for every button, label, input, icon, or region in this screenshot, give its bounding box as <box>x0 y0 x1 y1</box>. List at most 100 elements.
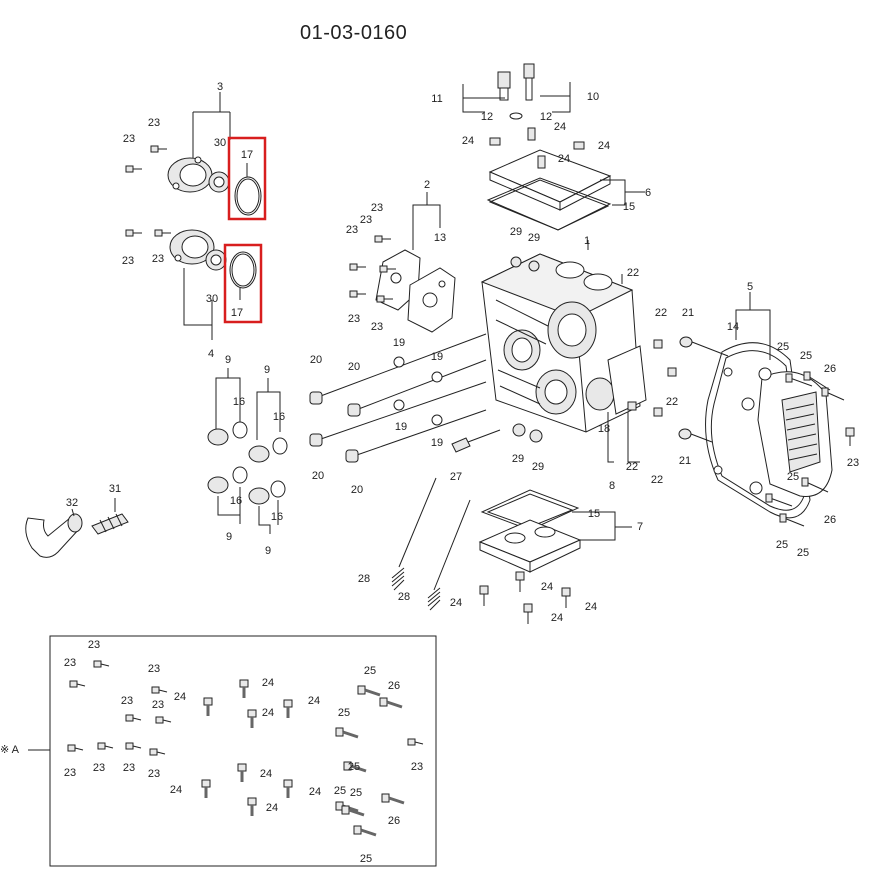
callout-30: 30 <box>214 137 226 149</box>
callout-25: 25 <box>338 707 350 719</box>
fastener-23-icon <box>69 680 86 688</box>
callout-2: 2 <box>424 179 430 191</box>
spark-plug-31 <box>91 498 129 535</box>
callout-28: 28 <box>358 573 370 585</box>
o-ring-17-lower <box>223 243 263 324</box>
fastener-23-icon <box>151 686 168 694</box>
plug-cap-32 <box>25 508 83 558</box>
callout-24: 24 <box>598 140 610 152</box>
callout-16: 16 <box>273 411 285 423</box>
callout-22: 22 <box>666 396 678 408</box>
assembly-marker: ※ A <box>0 744 20 756</box>
callout-23: 23 <box>123 133 135 145</box>
callout-16: 16 <box>230 495 242 507</box>
callout-20: 20 <box>351 484 363 496</box>
callout-23: 23 <box>93 762 105 774</box>
callout-25: 25 <box>777 341 789 353</box>
callout-8: 8 <box>609 480 615 492</box>
callout-19: 19 <box>431 437 443 449</box>
callout-14: 14 <box>727 321 739 333</box>
plugs-9 <box>207 368 288 534</box>
fastener-24-icon <box>247 709 257 728</box>
callout-19: 19 <box>395 421 407 433</box>
callout-23: 23 <box>152 253 164 265</box>
callout-24: 24 <box>450 597 462 609</box>
callout-16: 16 <box>271 511 283 523</box>
callout-25: 25 <box>348 761 360 773</box>
callout-9: 9 <box>264 364 270 376</box>
callout-24: 24 <box>170 784 182 796</box>
callout-29: 29 <box>532 461 544 473</box>
callout-24: 24 <box>174 691 186 703</box>
callout-23: 23 <box>847 457 859 469</box>
callout-24: 24 <box>262 707 274 719</box>
callout-20: 20 <box>310 354 322 366</box>
callout-10: 10 <box>587 91 599 103</box>
bolts-23-bracket <box>349 235 396 303</box>
callout-22: 22 <box>651 474 663 486</box>
bracket-2 <box>375 192 456 333</box>
callout-4: 4 <box>208 348 214 360</box>
callout-26: 26 <box>388 680 400 692</box>
callout-12: 12 <box>481 111 493 123</box>
callout-24: 24 <box>308 695 320 707</box>
cylinder-head-1 <box>480 240 647 433</box>
callout-19: 19 <box>393 337 405 349</box>
fastener-25-icon <box>343 761 367 773</box>
callout-25: 25 <box>360 853 372 865</box>
callout-5: 5 <box>747 281 753 293</box>
callout-22: 22 <box>626 461 638 473</box>
callout-15: 15 <box>623 201 635 213</box>
callout-20: 20 <box>312 470 324 482</box>
fastener-25-icon <box>353 825 377 837</box>
callout-11: 11 <box>431 93 442 105</box>
fastener-25-icon <box>341 805 365 817</box>
gasket-7-plate <box>478 489 632 573</box>
fastener-26-icon <box>381 793 405 805</box>
callout-25: 25 <box>364 665 376 677</box>
callout-17: 17 <box>241 149 253 161</box>
fastener-24-icon <box>203 697 213 716</box>
cover-6 <box>486 127 645 231</box>
callout-24: 24 <box>541 581 553 593</box>
fastener-24-icon <box>237 763 247 782</box>
callout-29: 29 <box>528 232 540 244</box>
callout-24: 24 <box>585 601 597 613</box>
callout-26: 26 <box>824 363 836 375</box>
callout-23: 23 <box>121 695 133 707</box>
callout-23: 23 <box>88 639 100 651</box>
callout-15: 15 <box>588 508 600 520</box>
callout-23: 23 <box>360 214 372 226</box>
bolts-25-26-side <box>765 371 855 527</box>
fastener-24-icon <box>201 779 211 798</box>
dowels-21-22 <box>607 336 729 463</box>
side-cover-5 <box>705 292 833 519</box>
callout-26: 26 <box>824 514 836 526</box>
callout-21: 21 <box>682 307 694 319</box>
callout-23: 23 <box>371 202 383 214</box>
callout-30: 30 <box>206 293 218 305</box>
callout-9: 9 <box>225 354 231 366</box>
callout-25: 25 <box>787 471 799 483</box>
callout-25: 25 <box>800 350 812 362</box>
callout-6: 6 <box>645 187 651 199</box>
callout-25: 25 <box>350 787 362 799</box>
callout-24: 24 <box>554 121 566 133</box>
callout-22: 22 <box>627 267 639 279</box>
callout-9: 9 <box>226 531 232 543</box>
callout-9: 9 <box>265 545 271 557</box>
callout-23: 23 <box>123 762 135 774</box>
fastener-24-icon <box>247 797 257 816</box>
studs-20 <box>309 256 543 463</box>
o-ring-17-upper <box>227 136 267 221</box>
callout-25: 25 <box>776 539 788 551</box>
callout-24: 24 <box>551 612 563 624</box>
callout-12: 12 <box>540 111 552 123</box>
callout-27: 27 <box>450 471 462 483</box>
callout-23: 23 <box>371 321 383 333</box>
callout-23: 23 <box>148 117 160 129</box>
callout-23: 23 <box>148 663 160 675</box>
callout-24: 24 <box>462 135 474 147</box>
fastener-24-icon <box>283 699 293 718</box>
